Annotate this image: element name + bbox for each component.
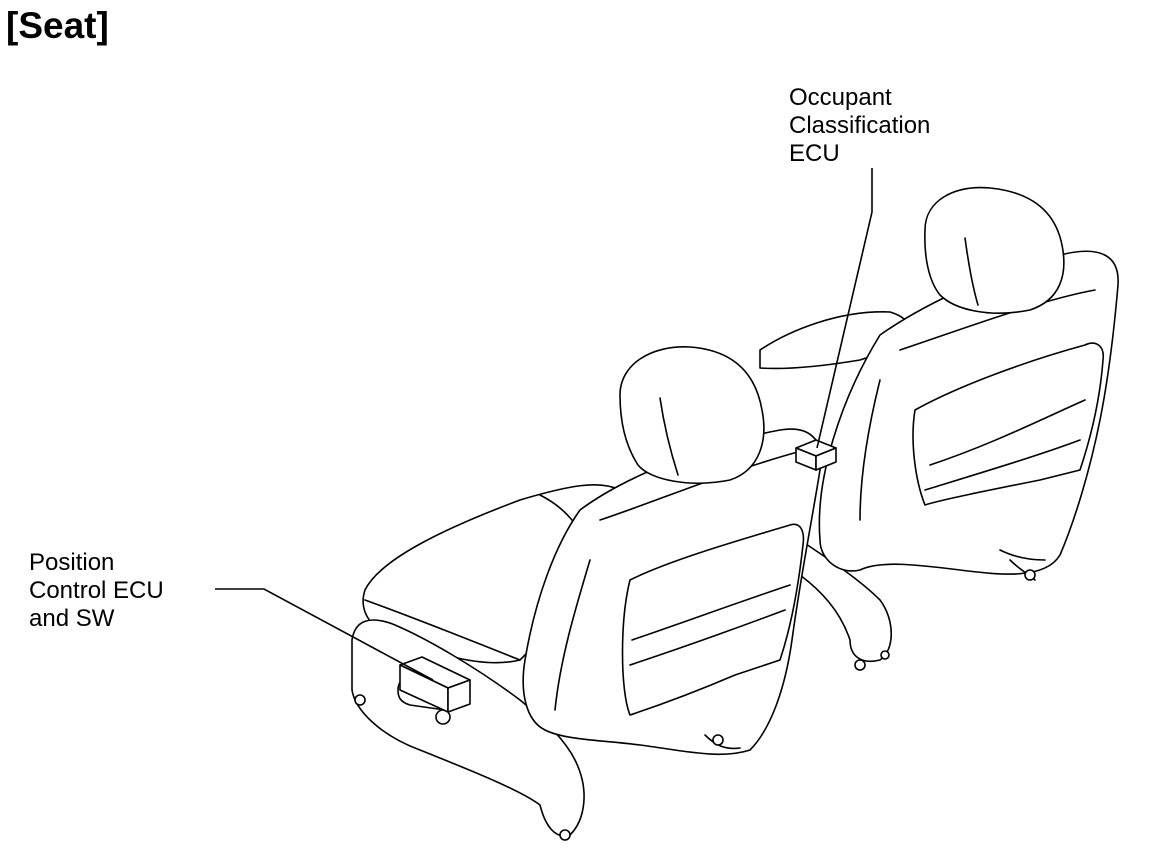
leader-position-ecu: [215, 588, 434, 681]
position-ecu-label: Position Control ECU and SW: [29, 549, 164, 633]
occupant-ecu-label-line: Occupant: [789, 84, 892, 111]
position-ecu-label-line: and SW: [29, 605, 115, 632]
occupant-ecu-label-line: Classification: [789, 112, 931, 139]
position-ecu-label-line: Position: [29, 549, 115, 576]
occupant-classification-ecu: [795, 439, 837, 471]
diagram-title: [Seat]: [6, 5, 109, 46]
occupant-ecu-label-line: ECU: [789, 140, 840, 167]
leader-occupant-ecu: [816, 168, 873, 449]
position-control-ecu: [399, 656, 471, 713]
position-ecu-label-line: Control ECU: [29, 577, 164, 604]
passenger-seat: [759, 186, 1119, 671]
occupant-ecu-label: Occupant Classification ECU: [789, 84, 930, 168]
driver-seat: [351, 346, 822, 841]
